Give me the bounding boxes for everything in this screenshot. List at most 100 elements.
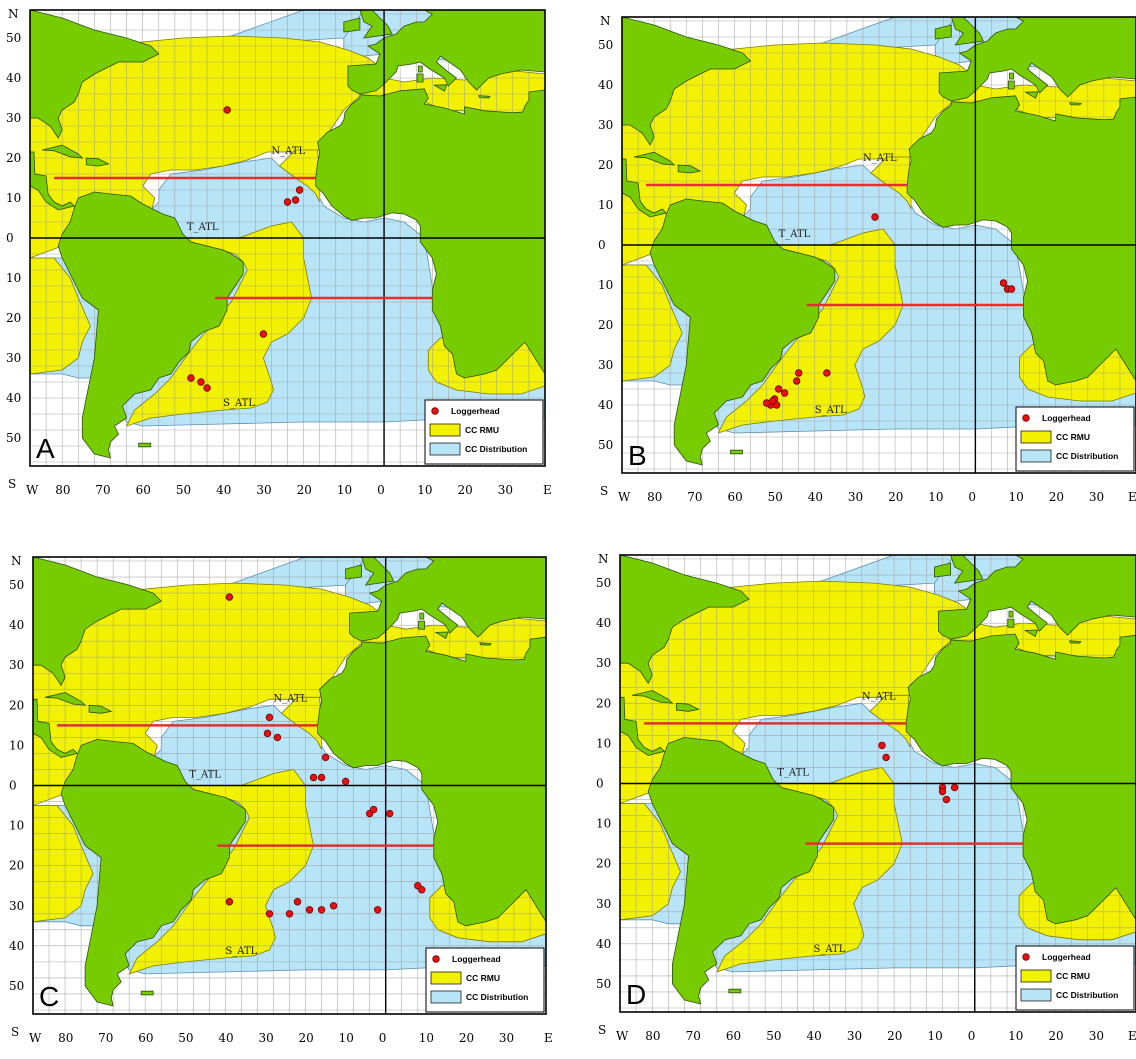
lat-tick-label: 10 — [9, 738, 24, 752]
lon-tick-label: 20 — [887, 1029, 902, 1043]
lon-tick-label: 70 — [98, 1031, 113, 1045]
lat-tick-label: 40 — [9, 618, 24, 632]
crete-land — [477, 95, 491, 99]
lat-tick-label: 20 — [598, 158, 613, 172]
lon-tick-label: 80 — [645, 1029, 660, 1043]
africa-land — [317, 635, 546, 927]
lon-tick-label: 30 — [498, 483, 513, 497]
compass-west-label: W — [618, 490, 631, 504]
region-label-t-atl: T_ATL — [777, 767, 809, 778]
panel-letter-b: B — [628, 440, 647, 471]
legend-rmu-swatch — [430, 971, 462, 985]
lat-tick-label: 10 — [596, 817, 611, 831]
lon-tick-label: 60 — [726, 1029, 741, 1043]
region-label-s-atl: S_ATL — [225, 946, 257, 957]
compass-east-label: E — [1128, 1029, 1136, 1043]
lon-tick-label: 60 — [136, 483, 151, 497]
loggerhead-point — [259, 330, 268, 338]
compass-south-label: S — [8, 477, 16, 491]
lon-tick-label: 70 — [687, 490, 702, 504]
legend-rmu-swatch — [1020, 969, 1052, 983]
panel-letter-d: D — [626, 979, 646, 1010]
lat-tick-label: 10 — [9, 819, 24, 833]
lat-tick-label: 0 — [596, 777, 604, 791]
legend-rmu-swatch — [429, 423, 461, 437]
greenland-land — [743, 555, 783, 556]
loggerhead-point — [225, 593, 234, 601]
sardinia-land — [1007, 80, 1015, 90]
region-label-s-atl: S_ATL — [815, 405, 847, 416]
loggerhead-point — [223, 106, 231, 114]
central-america-land — [622, 158, 667, 218]
lon-tick-label: 80 — [55, 483, 70, 497]
loggerhead-point — [265, 713, 274, 722]
corsica-land — [419, 612, 425, 620]
loggerhead-point — [823, 369, 831, 377]
legend-distribution-swatch — [429, 442, 461, 456]
loggerhead-point — [774, 385, 783, 393]
legend-point-symbol — [432, 955, 440, 963]
sicily-land — [1024, 91, 1039, 99]
compass-north-label: N — [8, 7, 19, 21]
loggerhead-point — [794, 369, 803, 377]
lon-tick-label: 30 — [258, 1031, 273, 1045]
lon-tick-label: 0 — [968, 1029, 976, 1043]
ireland-land — [345, 564, 363, 580]
compass-east-label: E — [544, 1031, 553, 1045]
lon-tick-label: 10 — [419, 1031, 434, 1045]
loggerhead-point — [285, 910, 294, 918]
legend-point-symbol — [1022, 953, 1030, 961]
lat-tick-label: 20 — [9, 698, 24, 712]
loggerhead-point — [385, 809, 394, 818]
legend-point-symbol — [1022, 414, 1030, 422]
loggerhead-point — [792, 377, 801, 385]
madagascar-land — [557, 286, 585, 338]
greenland-land — [745, 17, 784, 18]
lon-tick-label: 60 — [138, 1031, 153, 1045]
loggerhead-point — [369, 805, 378, 814]
map-frame — [29, 9, 546, 467]
hispaniola-land — [677, 164, 702, 174]
loggerhead-point — [203, 384, 211, 392]
loggerhead-point — [418, 886, 426, 894]
lat-tick-label: 50 — [6, 31, 21, 45]
legend-distribution-swatch — [1020, 449, 1052, 463]
lon-tick-label: 20 — [299, 1031, 314, 1045]
cuba-land — [632, 690, 674, 704]
lon-tick-label: 50 — [178, 1031, 193, 1045]
loggerhead-point — [225, 898, 234, 906]
legend-distribution-swatch — [430, 990, 462, 1004]
loggerhead-point — [1007, 285, 1016, 293]
south-america-land — [647, 736, 835, 1005]
loggerhead-point — [768, 397, 777, 405]
lat-tick-label: 20 — [596, 857, 611, 871]
compass-east-label: E — [1128, 490, 1136, 504]
lat-tick-label: 50 — [596, 977, 611, 991]
europe-land — [938, 555, 1136, 640]
loggerhead-point — [341, 777, 350, 786]
legend-loggerhead-label: Loggerhead — [451, 406, 500, 416]
lat-tick-label: 30 — [596, 897, 611, 911]
lon-tick-label: 20 — [1048, 1029, 1063, 1043]
legend-loggerhead-label: Loggerhead — [1042, 952, 1091, 962]
region-label-t-atl: T_ATL — [779, 229, 811, 240]
loggerhead-point — [871, 213, 879, 221]
lon-tick-label: 40 — [807, 1029, 822, 1043]
corsica-land — [417, 65, 423, 73]
lon-tick-label: 70 — [95, 483, 110, 497]
lat-tick-label: 50 — [598, 438, 613, 452]
cuba-land — [44, 692, 87, 706]
lon-tick-label: 0 — [379, 1031, 387, 1045]
falklands-land — [140, 990, 154, 996]
lat-tick-label: 0 — [9, 779, 17, 793]
map-frame — [621, 16, 1136, 474]
north-america-land — [622, 17, 752, 146]
hispaniola-land — [676, 702, 700, 712]
lat-tick-label: 10 — [596, 736, 611, 750]
loggerhead-point — [321, 753, 330, 762]
